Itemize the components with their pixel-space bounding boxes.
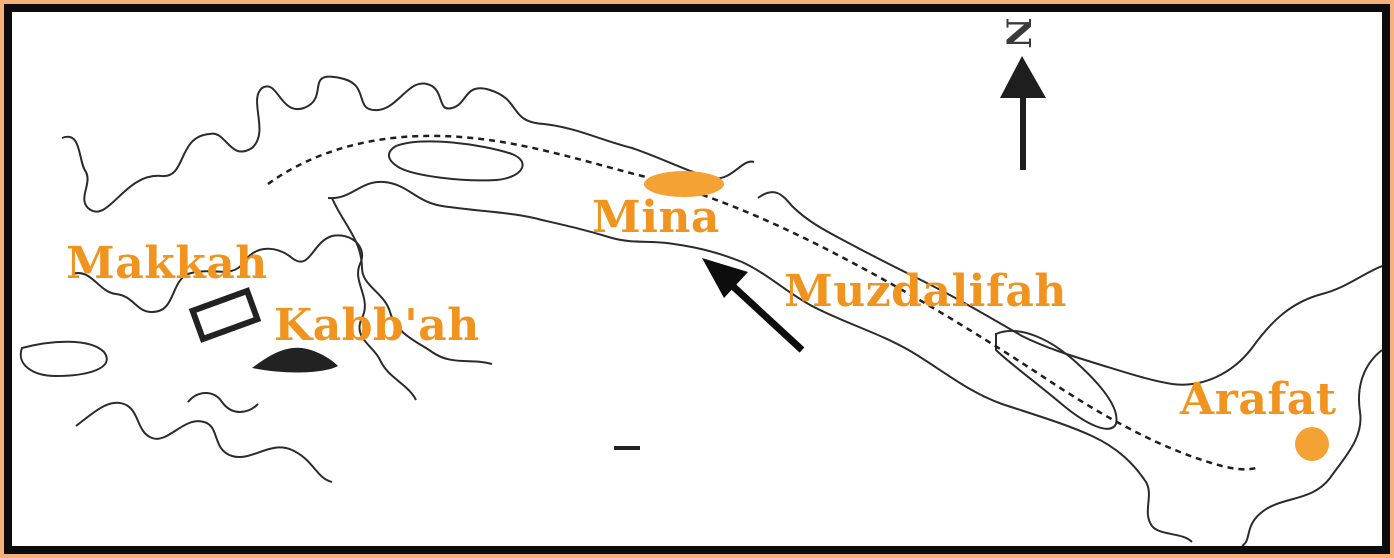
label-mina: Mina: [592, 192, 720, 243]
label-makkah: Makkah: [66, 238, 268, 289]
label-muzdalifah: Muzdalifah: [784, 266, 1067, 317]
valley-outline-east: [757, 191, 1382, 386]
mina-marker-icon: [644, 171, 724, 197]
arafat-marker-icon: [1295, 427, 1329, 461]
upper-lake: [388, 140, 524, 182]
kaaba-icon: [188, 287, 262, 343]
map-drawing: [19, 56, 1382, 546]
west-lake: [19, 340, 108, 378]
makkah-hills: [71, 234, 417, 401]
map-frame: N Makkah Kabb'ah Mina Muzdalifah Arafat: [4, 4, 1390, 554]
north-arrow-icon: [1000, 56, 1046, 170]
valley-outline-south: [327, 180, 1193, 543]
valley-island: [995, 329, 1118, 430]
north-label: N: [997, 17, 1038, 49]
arafat-outline: [1241, 349, 1382, 546]
valley-outline-north: [61, 75, 755, 213]
small-mark: [614, 446, 640, 450]
mountain-icon: [252, 347, 338, 373]
southern-hills: [75, 392, 333, 483]
pointer-arrow-icon: [702, 258, 805, 353]
central-ridge: [331, 197, 493, 365]
label-kabbah: Kabb'ah: [274, 300, 480, 351]
label-arafat: Arafat: [1180, 374, 1337, 425]
